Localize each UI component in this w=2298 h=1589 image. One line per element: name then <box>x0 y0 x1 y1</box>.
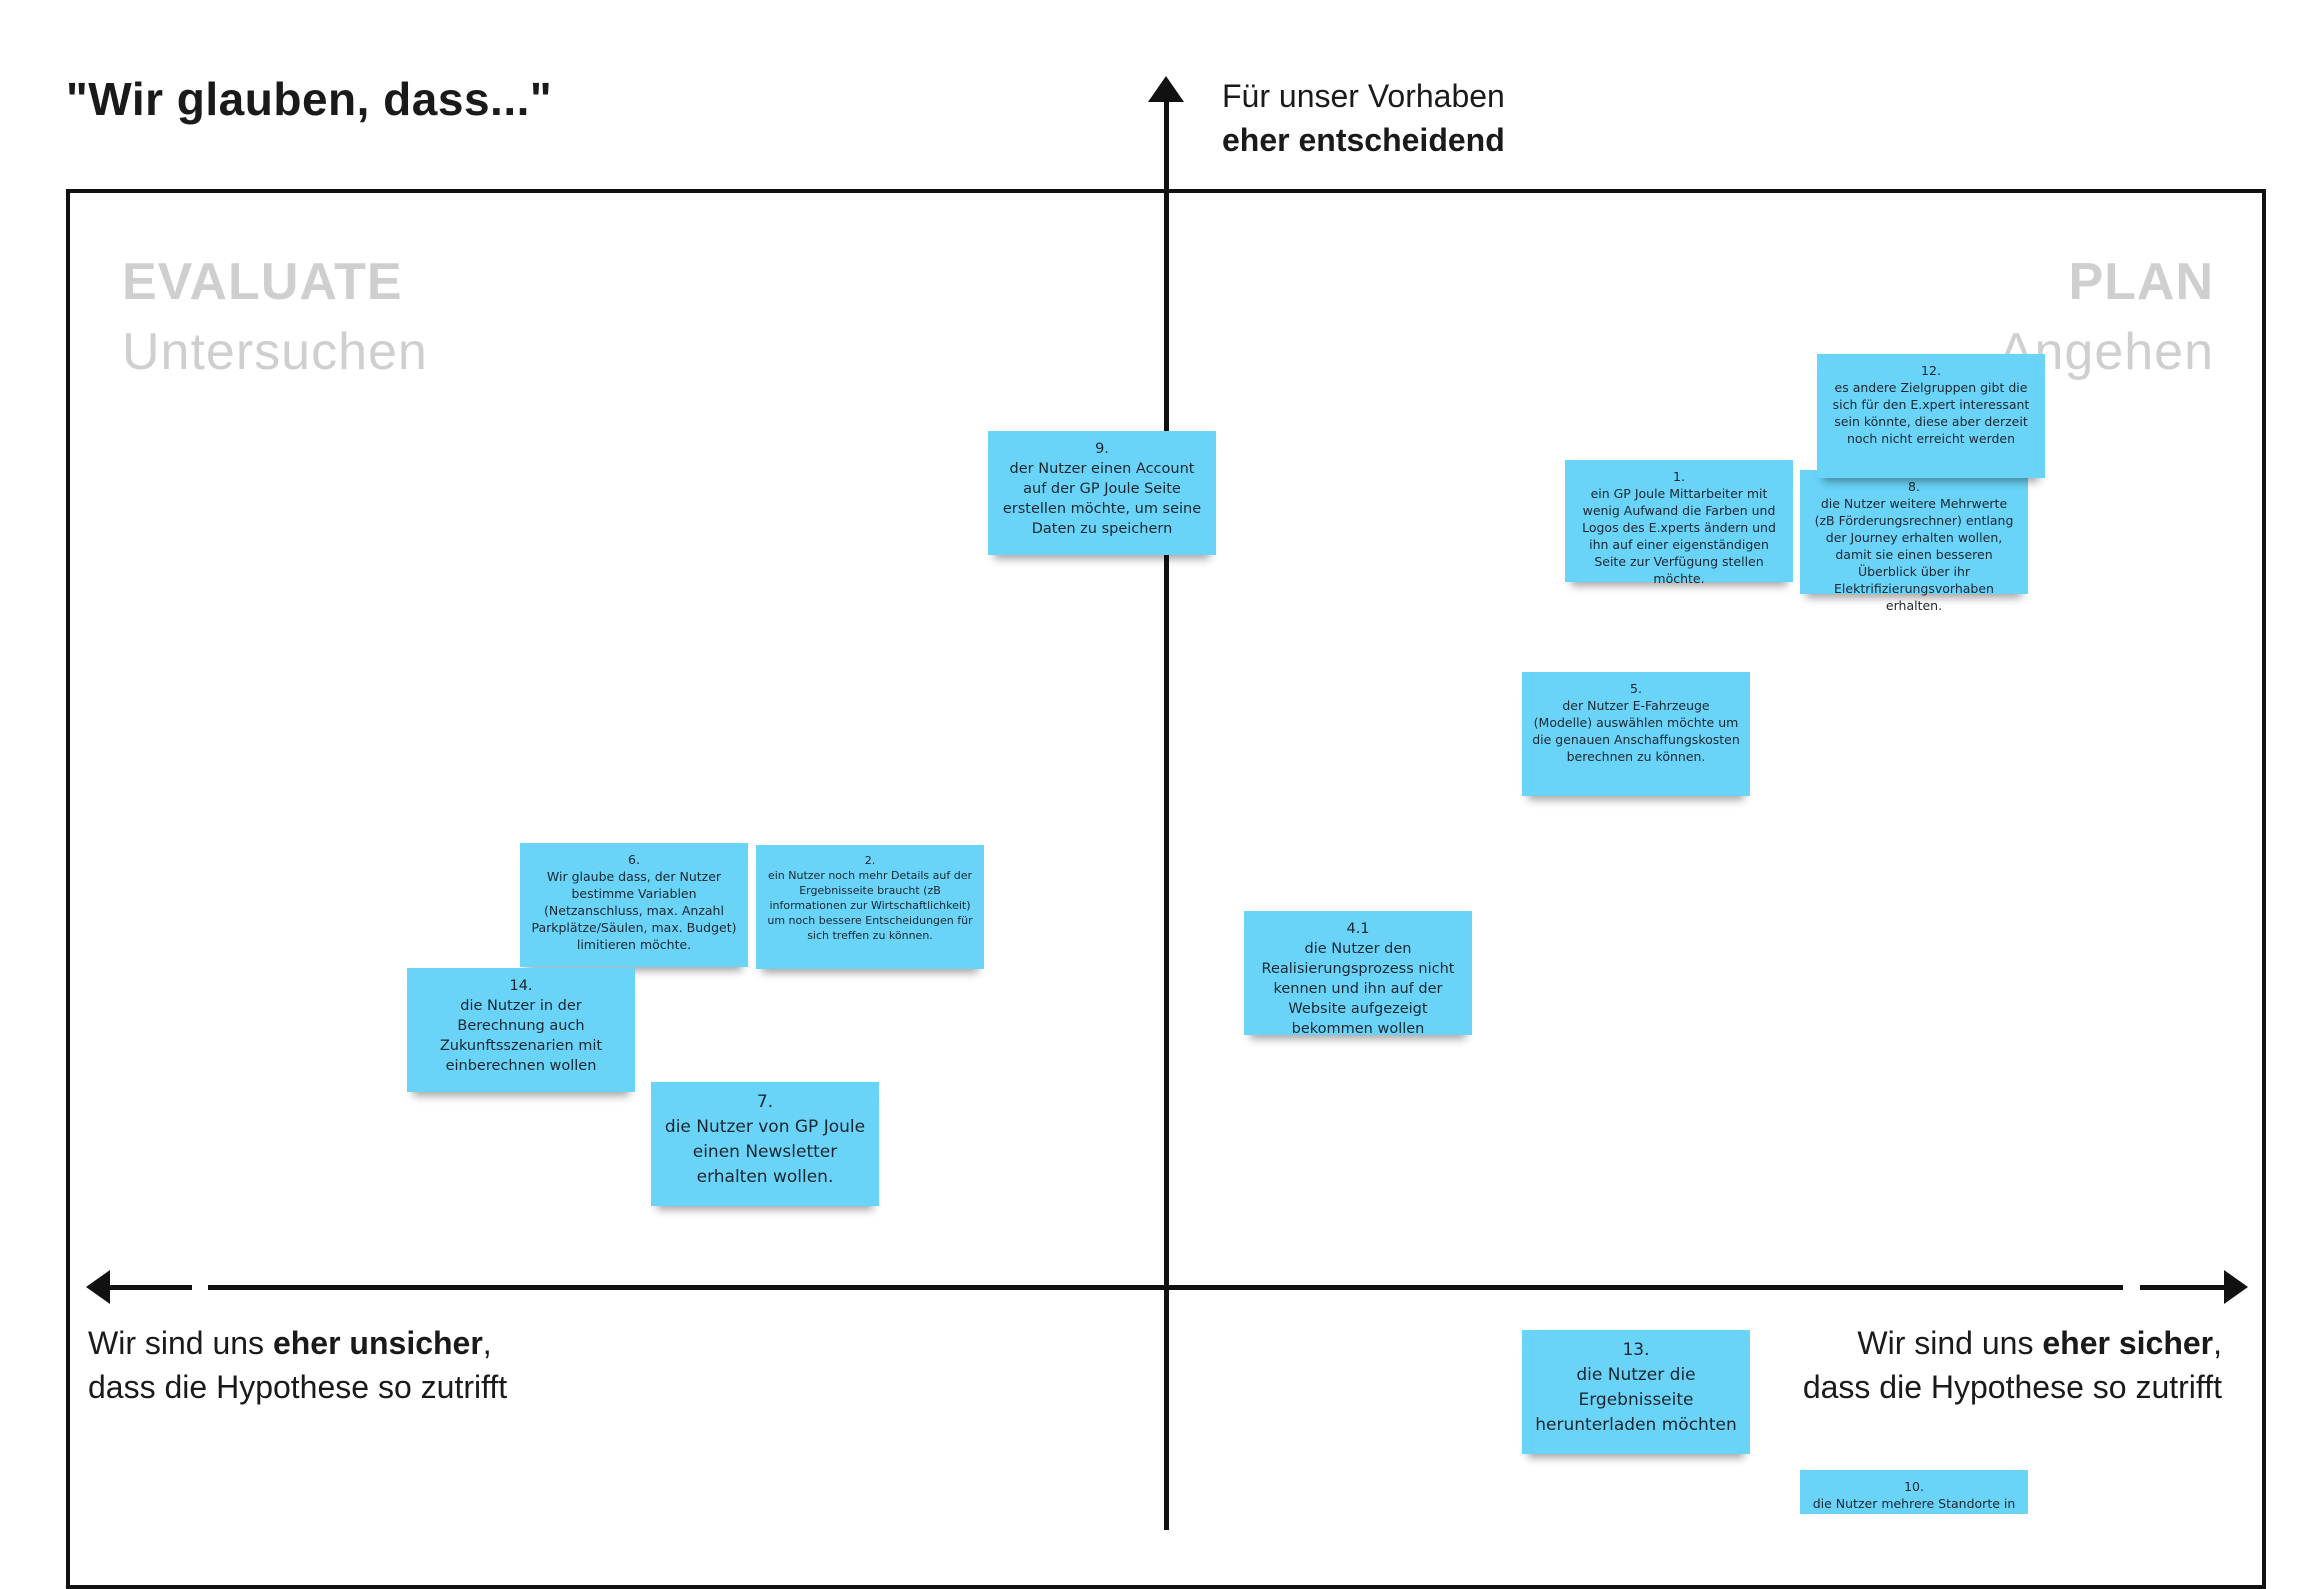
sticky-note-5[interactable]: 5.der Nutzer E-Fahrzeuge (Modelle) auswä… <box>1522 672 1750 796</box>
top-axis-line2: eher entscheidend <box>1222 122 1505 158</box>
arrow-right-icon <box>2224 1270 2248 1304</box>
sticky-note-2[interactable]: 2.ein Nutzer noch mehr Details auf der E… <box>756 845 984 969</box>
right-axis-label: Wir sind uns eher sicher, dass die Hypot… <box>1802 1325 2222 1405</box>
sticky-note-6[interactable]: 6.Wir glaube dass, der Nutzer bestimme V… <box>520 843 748 967</box>
sticky-note-9[interactable]: 9.der Nutzer einen Account auf der GP Jo… <box>988 431 1216 555</box>
top-axis-line1: Für unser Vorhaben <box>1222 78 1505 114</box>
sticky-note-1[interactable]: 1.ein GP Joule Mittarbeiter mit wenig Au… <box>1565 460 1793 586</box>
sticky-note-14[interactable]: 14.die Nutzer in der Berechnung auch Zuk… <box>407 968 635 1092</box>
horizontal-axis-line-right <box>2140 1285 2240 1290</box>
top-axis-label: Für unser Vorhaben eher entscheidend <box>1222 74 1505 162</box>
arrow-up-icon <box>1148 76 1184 102</box>
sticky-note-8[interactable]: 8.die Nutzer weitere Mehrwerte (zB Förde… <box>1800 470 2028 613</box>
quadrant-evaluate-heading: EVALUATE <box>122 253 403 311</box>
horizontal-axis-line <box>208 1285 2123 1290</box>
left-axis-label: Wir sind uns eher unsicher, dass die Hyp… <box>88 1325 508 1405</box>
sticky-note-12[interactable]: 12.es andere Zielgruppen gibt die sich f… <box>1817 354 2045 478</box>
board-title: "Wir glauben, dass..." <box>66 73 553 125</box>
quadrant-plan-heading: PLAN <box>2068 253 2214 311</box>
vertical-axis-line <box>1164 100 1169 1530</box>
sticky-note-7[interactable]: 7.die Nutzer von GP Joule einen Newslett… <box>651 1082 879 1206</box>
arrow-left-icon <box>86 1270 110 1304</box>
sticky-note-13[interactable]: 13.die Nutzer die Ergebnisseite herunter… <box>1522 1330 1750 1454</box>
sticky-note-10[interactable]: 10.die Nutzer mehrere Standorte in den E… <box>1800 1470 2028 1514</box>
horizontal-axis-line-left <box>96 1285 192 1290</box>
quadrant-evaluate-sub: Untersuchen <box>122 323 428 381</box>
